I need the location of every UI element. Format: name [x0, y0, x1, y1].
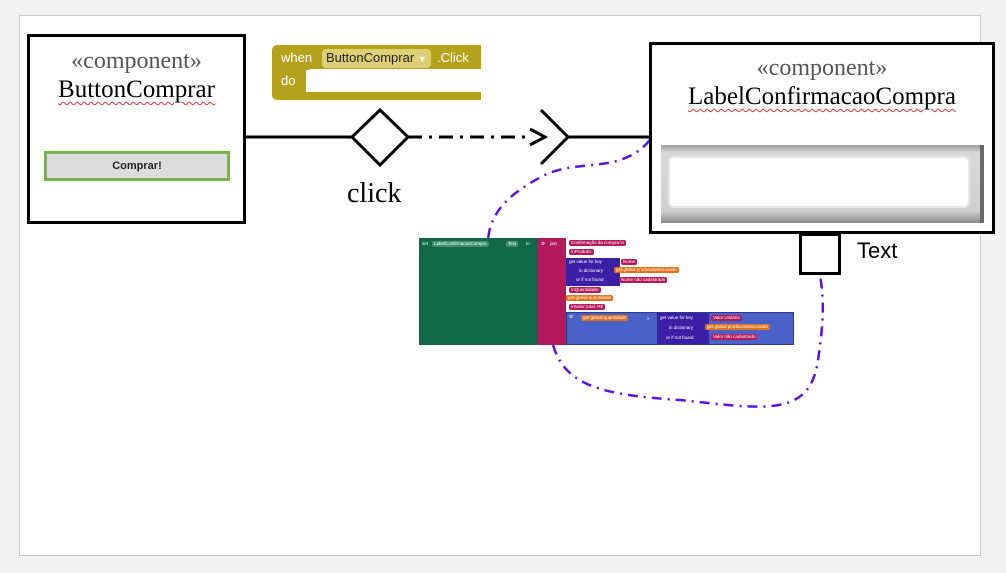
text-line-qtd: \nQuantidade: — [569, 287, 602, 293]
not-found-label: or if not found — [666, 335, 694, 340]
chevron-down-icon: ▼ — [417, 54, 427, 64]
get-keyword: get — [707, 324, 714, 329]
set-text-code-block[interactable]: set LabelConfirmacaoCompra Text to ⚙ joi… — [419, 238, 795, 346]
var-name: global produtoSelecionado — [714, 324, 768, 329]
default-valor: Valor não cadastrado — [711, 334, 758, 340]
button-component: «component» ButtonComprar Comprar! — [27, 34, 246, 224]
event-handler-block[interactable]: when ButtonComprar ▼ .Click do — [272, 45, 481, 101]
trigger-label: click — [347, 178, 402, 209]
text-line-1: Confirmação da compra:\n — [569, 240, 627, 246]
multiply-operator: × — [647, 316, 650, 321]
comprar-button[interactable]: Comprar! — [44, 151, 230, 181]
join-block — [538, 238, 566, 345]
get-value-label: get value for key — [569, 259, 603, 264]
component-name: ButtonComprar — [58, 76, 215, 103]
key-valor-unitario: Valor Unitário — [711, 315, 742, 321]
dependency-arrowhead — [529, 127, 549, 147]
get-global-produto-2: get global produtoSelecionado — [705, 324, 770, 330]
text-line-2: \nProduto: — [569, 249, 594, 255]
link-label-to-code — [486, 139, 651, 241]
component-dropdown-value: ButtonComprar — [326, 50, 415, 65]
set-block — [419, 238, 539, 345]
get-global-qtd: get global quantidade — [566, 295, 614, 301]
stereotype-label: «component» — [71, 48, 202, 74]
text-line-valor: \nValor total: R$ — [569, 304, 605, 310]
get-keyword: get — [568, 295, 575, 300]
event-block-footer — [306, 92, 481, 100]
var-name: global produtoSelecionado — [623, 267, 677, 272]
join-keyword: join — [550, 241, 558, 246]
label-widget — [661, 145, 984, 223]
label-component: «component» LabelConfirmacaoCompra — [649, 42, 995, 234]
when-keyword: when — [281, 50, 313, 65]
dict-lookup-block-2 — [657, 313, 709, 344]
to-keyword: to — [526, 241, 530, 246]
label-text-area — [668, 156, 970, 208]
in-dictionary-label: in dictionary — [579, 268, 604, 273]
set-keyword: set — [422, 241, 429, 246]
get-global-produto: get global produtoSelecionado — [614, 267, 679, 273]
port-label: Text — [857, 238, 898, 263]
in-dictionary-label: in dictionary — [669, 325, 694, 330]
not-found-label: or if not found — [576, 277, 604, 282]
link-code-to-port — [551, 274, 825, 408]
text-port — [799, 233, 841, 275]
target-dropdown: LabelConfirmacaoCompra — [432, 241, 489, 247]
var-name: global quantidade — [575, 295, 612, 300]
property-dropdown: Text — [506, 241, 519, 247]
trigger-diamond — [349, 107, 411, 168]
component-name: LabelConfirmacaoCompra — [688, 83, 956, 110]
get-value-label: get value for key — [660, 315, 694, 320]
do-slot — [306, 69, 481, 92]
get-global-qtd-2: get global quantidade — [581, 315, 629, 321]
get-keyword: get — [583, 315, 590, 320]
get-keyword: get — [616, 267, 623, 272]
dict-lookup-block-1 — [566, 258, 620, 286]
stereotype-label: «component» — [756, 55, 888, 81]
component-dropdown[interactable]: ButtonComprar ▼ — [322, 49, 431, 68]
var-name: global quantidade — [590, 315, 627, 320]
key-nome: Nome — [621, 259, 638, 265]
gear-icon: ⚙ — [541, 241, 546, 246]
event-name: .Click — [437, 50, 469, 65]
gear-icon: ⚙ — [569, 314, 574, 319]
default-nome: Nome não cadastrado — [619, 277, 668, 283]
do-keyword: do — [281, 73, 296, 88]
event-block-spine — [272, 70, 306, 100]
